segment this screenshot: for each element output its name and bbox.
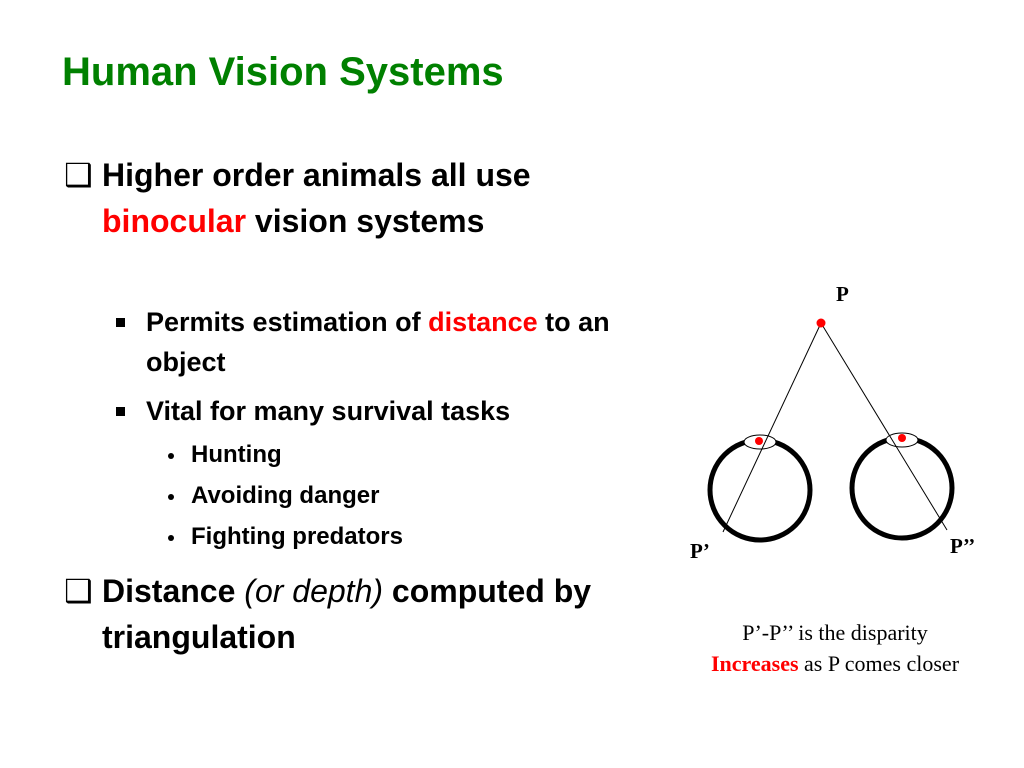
bullet-dot-icon [168,453,174,459]
binocular-highlight: binocular [102,203,247,239]
bullet-triangulation-text: Distance (or depth) computed by triangul… [64,568,624,660]
subbullet-distance-text: Permits estimation of distance to an obj… [116,302,636,382]
list-item-avoiding-danger: Avoiding danger [168,479,628,513]
depth-italic: (or depth) [244,573,384,609]
hollow-square-icon: ❑ [64,156,93,194]
label-p-prime: P’ [690,539,710,563]
bullet-binocular: ❑ Higher order animals all use binocular… [64,152,624,244]
subbullet-text-end: to an object [146,307,610,377]
list-item-text: Hunting [191,441,282,468]
subbullet-survival-text: Vital for many survival tasks [146,396,511,426]
label-p-double-prime: P’’ [950,534,976,558]
subbullet-distance: Permits estimation of distance to an obj… [116,302,636,382]
caption-line-1: P’-P’’ is the disparity [742,620,928,645]
subbullet-survival: Vital for many survival tasks [116,391,636,431]
bullet-dot-icon [168,494,174,500]
list-item-hunting: Hunting [168,438,628,472]
distance-highlight: distance [428,307,538,337]
bullet-text-start: Higher order animals all use [102,157,531,193]
list-item-text: Avoiding danger [191,482,380,509]
binocular-diagram [707,318,955,543]
hollow-square-icon: ❑ [64,572,93,610]
filled-square-icon [116,318,125,327]
label-p: P [836,282,849,306]
caption-rest: as P comes closer [798,651,960,676]
bullet-text-start: Distance [102,573,245,609]
list-item-fighting-predators: Fighting predators [168,520,628,554]
caption-line-2: Increases as P comes closer [690,648,980,679]
left-ray [722,322,822,533]
increases-highlight: Increases [710,651,799,676]
slide-title: Human Vision Systems [62,50,504,94]
right-eye [849,435,955,541]
subbullet-text-start: Permits estimation of [146,307,429,337]
right-lens-point [898,434,906,442]
bullet-text-end: vision systems [246,203,485,239]
bullet-text-end: computed by triangulation [102,573,592,655]
bullet-binocular-text: Higher order animals all use binocular v… [64,152,624,244]
left-eye [707,437,813,543]
filled-square-icon [116,407,125,416]
point-p [816,318,826,328]
bullet-triangulation: ❑ Distance (or depth) computed by triang… [64,568,624,660]
diagram-caption: P’-P’’ is the disparity Increases as P c… [690,617,980,679]
list-item-text: Fighting predators [191,523,403,550]
bullet-dot-icon [168,535,174,541]
left-lens-point [755,437,763,445]
right-ray [820,322,948,531]
